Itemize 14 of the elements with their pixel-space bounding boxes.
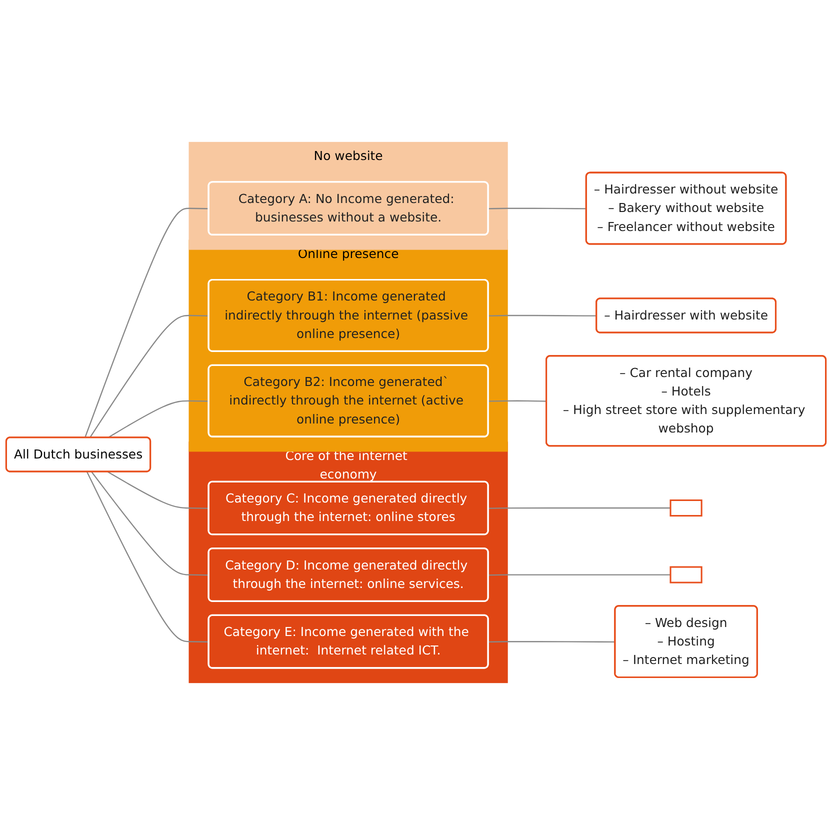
connector [84,208,209,438]
connector [488,640,616,643]
connector [488,314,597,316]
connector [91,472,209,576]
connector [86,472,209,643]
connector [488,208,587,210]
node-box [670,499,702,517]
connector [488,400,547,402]
connector [488,507,670,509]
connector [89,314,209,438]
connector [108,400,209,438]
node-box [670,566,702,584]
connector [488,574,670,576]
connector [108,471,209,509]
